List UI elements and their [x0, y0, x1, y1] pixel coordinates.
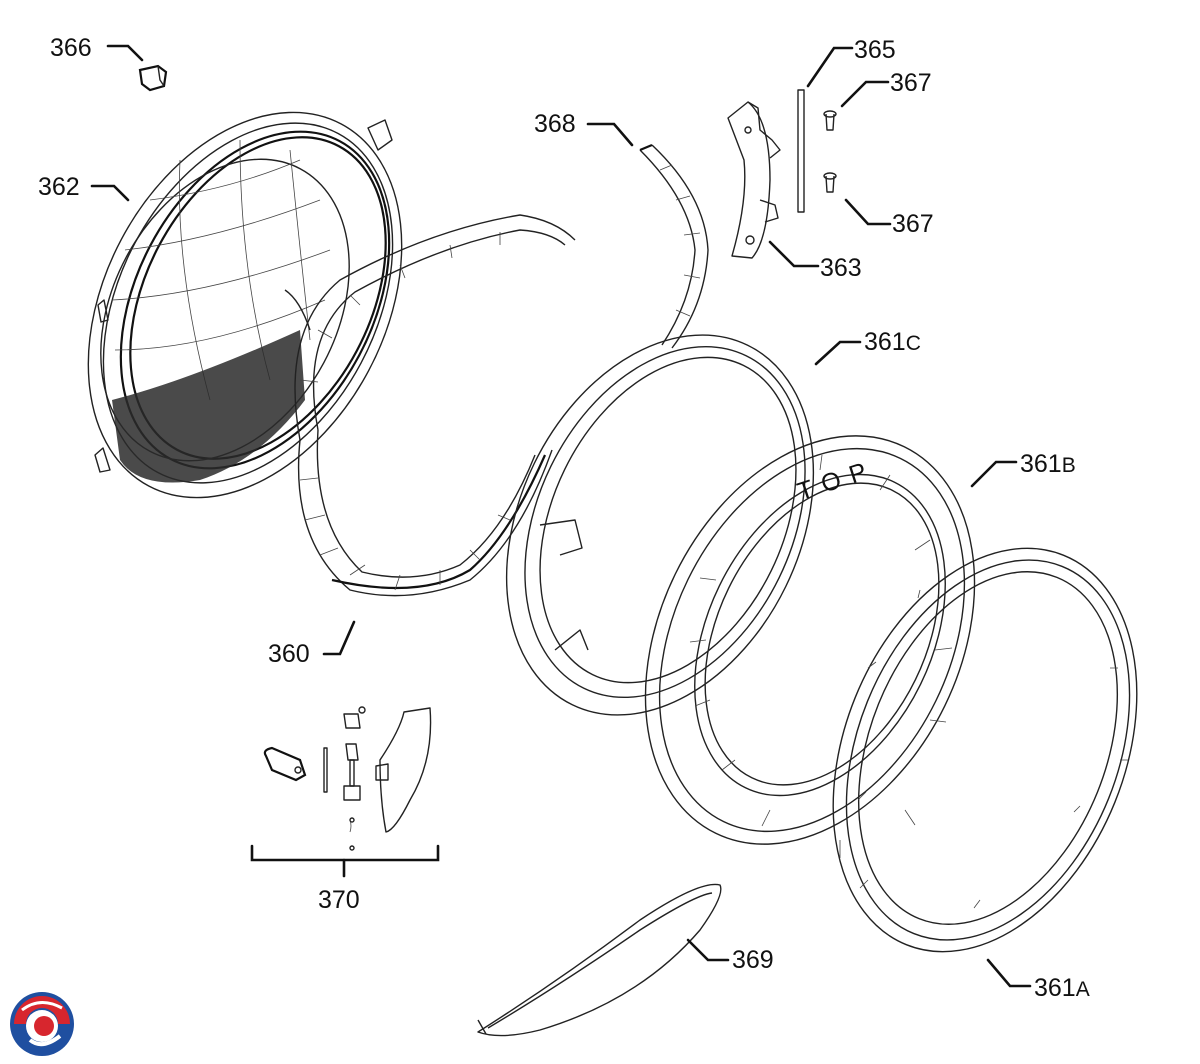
part-361c-gasket-ring [505, 334, 815, 716]
part-363-hinge [727, 101, 781, 259]
part-367-screw-bottom [823, 172, 837, 193]
callout-366-label: 366 [50, 34, 92, 62]
part-361b-front-ring: TOP [644, 435, 976, 858]
part-360-inner-frame [294, 214, 576, 597]
callout-367-bottom: 367 [844, 198, 934, 238]
callout-362: 362 [38, 173, 130, 202]
part-370-lock-kit [263, 706, 432, 851]
callout-361b-suffix: B [1062, 454, 1076, 477]
callout-366: 366 [50, 34, 144, 62]
callout-361a-number: 361 [1034, 974, 1076, 1002]
part-362-door-glass [87, 111, 403, 499]
callout-361b: 361B [970, 450, 1076, 488]
part-368-hinge-cover [639, 143, 709, 349]
callout-361a-suffix: A [1076, 978, 1090, 1001]
callout-370: 370 [250, 844, 440, 914]
callout-361a-label: 361A [1034, 974, 1090, 1002]
callout-361c-number: 361 [864, 328, 906, 356]
callout-360-label: 360 [268, 640, 310, 668]
callout-365-label: 365 [854, 36, 896, 64]
callout-361b-label: 361B [1020, 450, 1076, 478]
callout-361a: 361A [986, 958, 1090, 1002]
callout-370-label: 370 [318, 886, 360, 914]
callout-367-top-label: 367 [890, 69, 932, 97]
callout-363: 363 [768, 240, 862, 282]
callout-367-top: 367 [840, 69, 932, 108]
callout-360: 360 [268, 620, 356, 668]
part-365-pin [797, 89, 805, 213]
callout-362-label: 362 [38, 173, 80, 201]
brand-swirl-logo-icon [10, 992, 74, 1056]
callout-368: 368 [534, 110, 634, 147]
callout-361c: 361C [814, 328, 921, 366]
callout-369-label: 369 [732, 946, 774, 974]
callout-368-label: 368 [534, 110, 576, 138]
callout-363-label: 363 [820, 254, 862, 282]
callout-361b-number: 361 [1020, 450, 1062, 478]
part-366-clip [138, 64, 168, 92]
callout-361c-suffix: C [906, 332, 921, 355]
part-369-handle-cover [477, 883, 722, 1037]
callout-369: 369 [686, 938, 774, 974]
callout-361c-label: 361C [864, 328, 921, 356]
callout-367-bottom-label: 367 [892, 210, 934, 238]
ring-b-top-marking: TOP [794, 454, 880, 506]
part-367-screw-top [823, 110, 837, 131]
part-361a-outer-ring [832, 547, 1138, 953]
callout-365: 365 [806, 36, 896, 88]
